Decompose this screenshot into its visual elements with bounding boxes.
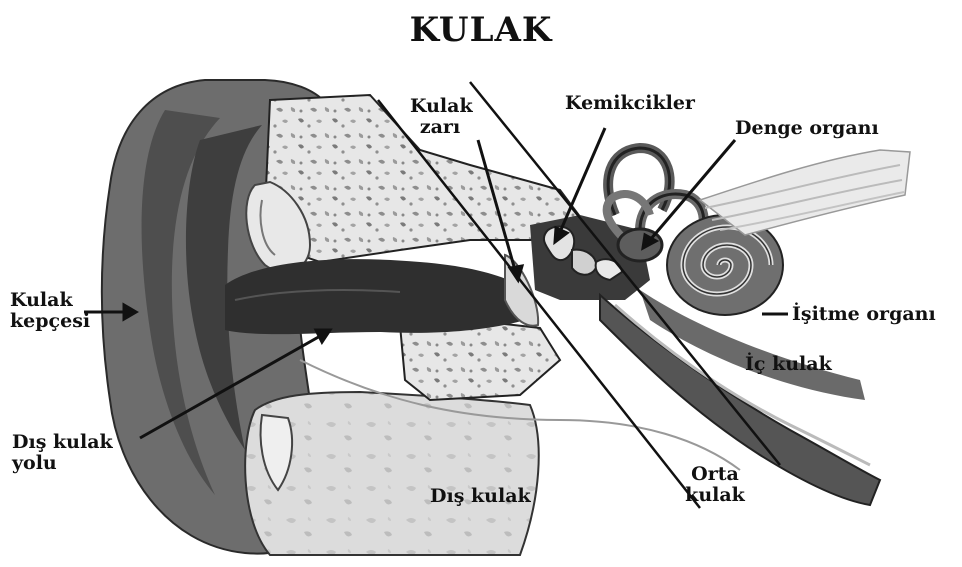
auditory-nerve-shape — [700, 150, 910, 235]
eardrum-label: Kulak zarı — [410, 96, 470, 138]
auricle-label: Kulak kepçesi — [10, 290, 90, 332]
balance-organ-label: Denge organı — [735, 118, 879, 139]
page-title: KULAK — [0, 0, 962, 60]
ear-canal-label: Dış kulak yolu — [12, 432, 113, 474]
ossicles-label: Kemikcikler — [565, 93, 695, 114]
middle-ear-label: Orta kulak — [680, 464, 750, 506]
ear-canal-shape — [225, 259, 525, 334]
outer-ear-label: Dış kulak — [430, 486, 531, 507]
inner-ear-label: İç kulak — [745, 354, 832, 375]
ear-canal-arrow-head — [316, 330, 330, 342]
hearing-organ-label: İşitme organı — [792, 304, 936, 325]
